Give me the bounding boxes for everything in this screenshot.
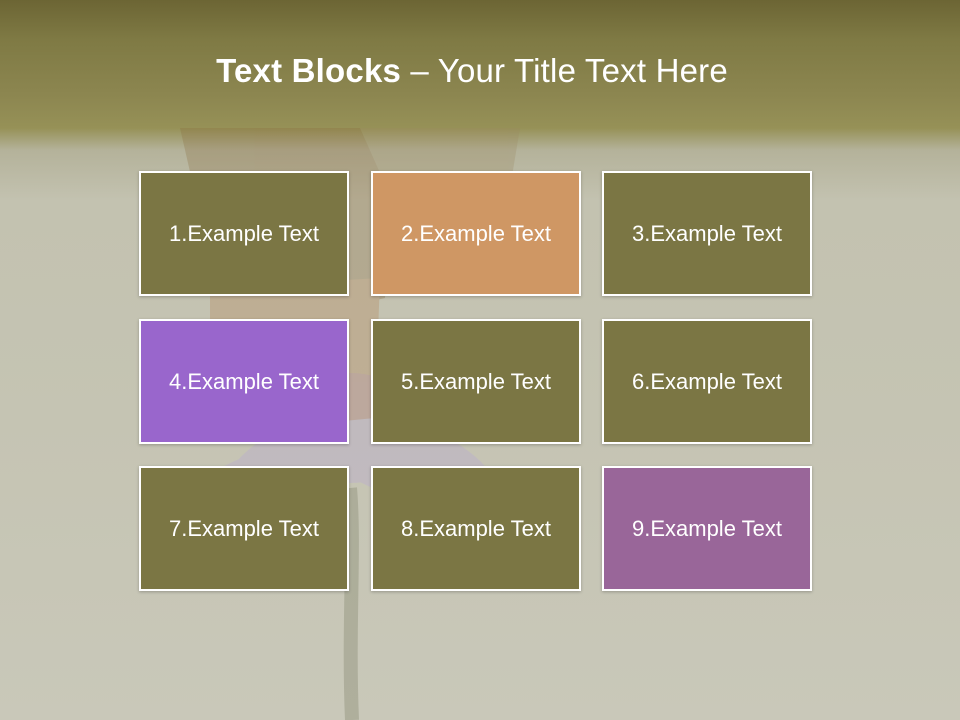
text-block-2[interactable]: 2.Example Text [371, 171, 581, 296]
title-rest: – Your Title Text Here [401, 52, 728, 89]
text-block-9[interactable]: 9.Example Text [602, 466, 812, 591]
text-block-7[interactable]: 7.Example Text [139, 466, 349, 591]
text-block-3[interactable]: 3.Example Text [602, 171, 812, 296]
text-block-4[interactable]: 4.Example Text [139, 319, 349, 444]
text-block-1[interactable]: 1.Example Text [139, 171, 349, 296]
slide-title: Text Blocks – Your Title Text Here [0, 52, 944, 90]
text-block-label: 3.Example Text [631, 220, 782, 246]
text-block-label: 6.Example Text [631, 368, 782, 394]
text-block-label: 4.Example Text [168, 368, 319, 394]
text-block-label: 9.Example Text [631, 515, 782, 541]
text-block-label: 1.Example Text [168, 220, 319, 246]
text-block-label: 7.Example Text [168, 515, 319, 541]
text-block-6[interactable]: 6.Example Text [602, 319, 812, 444]
text-block-label: 5.Example Text [400, 368, 551, 394]
text-block-8[interactable]: 8.Example Text [371, 466, 581, 591]
text-block-5[interactable]: 5.Example Text [371, 319, 581, 444]
title-bold: Text Blocks [216, 52, 402, 89]
text-block-label: 8.Example Text [400, 515, 551, 541]
text-block-label: 2.Example Text [400, 220, 551, 246]
